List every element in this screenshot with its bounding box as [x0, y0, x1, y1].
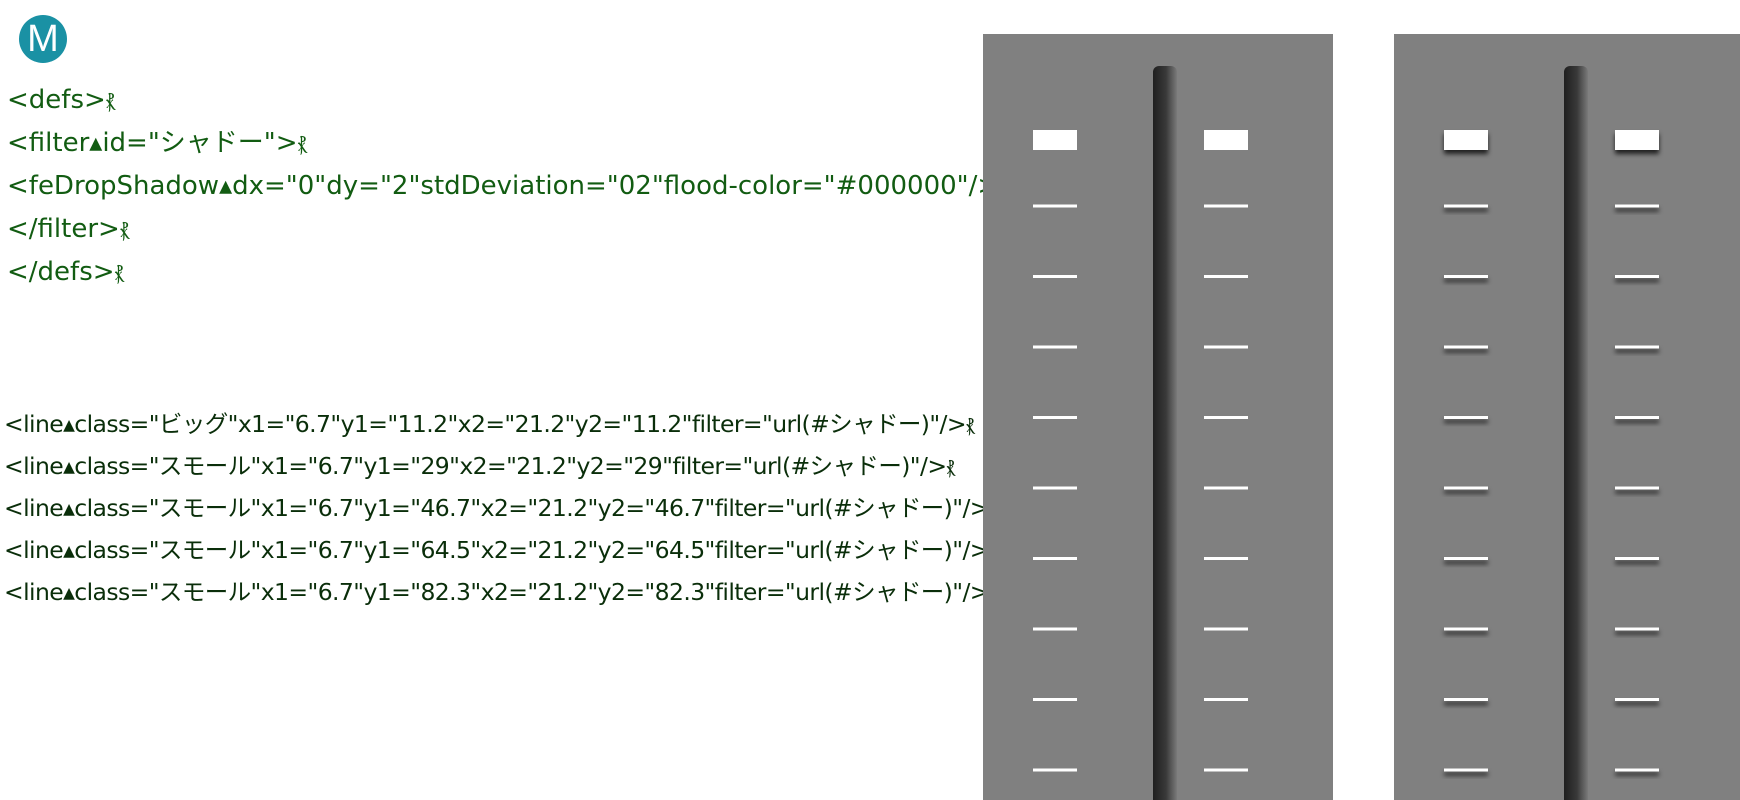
small-tick: [1033, 557, 1077, 560]
small-tick: [1204, 627, 1248, 631]
small-tick: [1444, 768, 1488, 772]
small-tick: [1615, 204, 1659, 208]
small-tick: [1204, 557, 1248, 560]
small-tick: [1615, 486, 1659, 490]
big-tick: [1033, 130, 1077, 150]
small-tick: [1444, 627, 1488, 631]
ruler-preview-plain: [983, 34, 1333, 800]
return-icon: ⳩: [119, 221, 129, 242]
m-logo-icon: M: [19, 15, 67, 63]
code-line: </defs>⳩: [7, 257, 124, 287]
small-tick: [1204, 204, 1248, 208]
return-icon: ⳩: [114, 264, 124, 285]
small-tick: [1615, 768, 1659, 772]
code-line: <filter▴id="シャドー">⳩: [7, 128, 307, 158]
small-tick: [1444, 557, 1488, 560]
small-tick: [1444, 698, 1488, 701]
small-tick: [1033, 768, 1077, 772]
code-block-defs: <defs>⳩ <filter▴id="シャドー">⳩ <feDropShado…: [7, 81, 1008, 296]
small-tick: [1444, 486, 1488, 490]
small-tick: [1444, 416, 1488, 419]
ruler-center-bar: [1153, 66, 1177, 800]
small-tick: [1033, 486, 1077, 490]
small-tick: [1444, 345, 1488, 349]
ruler-preview-shadow: [1394, 34, 1740, 800]
small-tick: [1615, 275, 1659, 278]
small-tick: [1615, 557, 1659, 560]
small-tick: [1204, 275, 1248, 278]
small-tick: [1033, 698, 1077, 701]
return-icon: ⳩: [946, 458, 954, 478]
return-icon: ⳩: [105, 92, 115, 113]
small-tick: [1204, 345, 1248, 349]
code-line: <defs>⳩: [7, 85, 115, 115]
code-block-lines: <line▴class="ビッグ"x1="6.7"y1="11.2"x2="21…: [4, 406, 997, 616]
return-icon: ⳩: [297, 135, 307, 156]
ruler-plain-svg: [983, 34, 1333, 800]
return-icon: ⳩: [965, 416, 974, 436]
code-line: </filter>⳩: [7, 214, 129, 244]
small-tick: [1204, 486, 1248, 490]
small-tick: [1033, 627, 1077, 631]
code-line: <line▴class="スモール"x1="6.7"y1="64.5"x2="2…: [4, 532, 997, 574]
small-tick: [1204, 698, 1248, 701]
small-tick: [1444, 275, 1488, 278]
small-tick: [1033, 345, 1077, 349]
code-line: <line▴class="スモール"x1="6.7"y1="29"x2="21.…: [4, 452, 954, 480]
small-tick: [1615, 416, 1659, 419]
small-tick: [1615, 627, 1659, 631]
small-tick: [1615, 345, 1659, 349]
code-line: <feDropShadow▴dx="0"dy="2"stdDeviation="…: [7, 167, 1008, 210]
big-tick: [1204, 130, 1248, 150]
small-tick: [1033, 416, 1077, 419]
ruler-shadow-svg: [1394, 34, 1740, 800]
code-line: <line▴class="スモール"x1="6.7"y1="82.3"x2="2…: [4, 574, 997, 616]
big-tick: [1615, 130, 1659, 150]
small-tick: [1615, 698, 1659, 701]
big-tick: [1444, 130, 1488, 150]
code-line: <line▴class="ビッグ"x1="6.7"y1="11.2"x2="21…: [4, 410, 974, 438]
small-tick: [1204, 768, 1248, 772]
ruler-center-bar: [1564, 66, 1588, 800]
code-line: <line▴class="スモール"x1="6.7"y1="46.7"x2="2…: [4, 490, 997, 532]
small-tick: [1033, 204, 1077, 208]
small-tick: [1444, 204, 1488, 208]
small-tick: [1204, 416, 1248, 419]
small-tick: [1033, 275, 1077, 278]
